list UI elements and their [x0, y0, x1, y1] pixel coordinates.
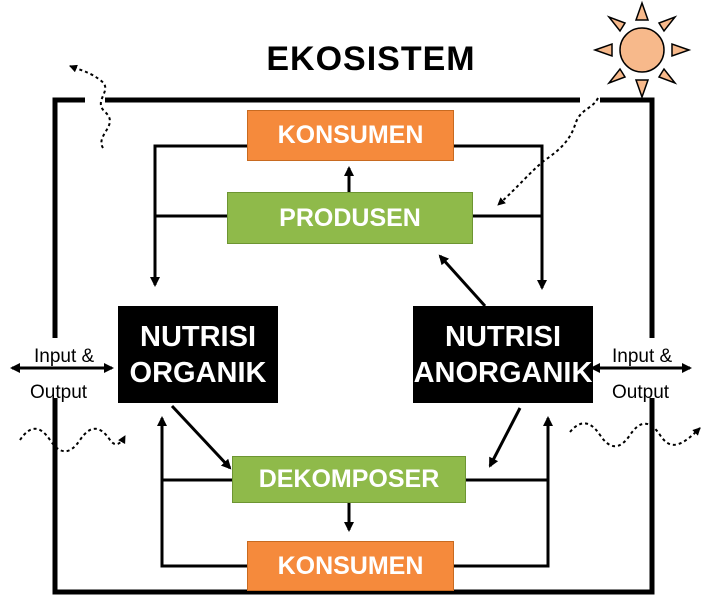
produsen-box: PRODUSEN — [227, 192, 473, 244]
nutrisi-anorganik-line1: NUTRISI — [445, 320, 561, 353]
io-left-line1: Input & — [34, 346, 95, 367]
nutrisi-anorganik-line2: ANORGANIK — [413, 356, 593, 389]
konsumen-top-box: KONSUMEN — [247, 110, 454, 161]
io-right-line1: Input & — [612, 346, 673, 367]
sun-icon — [592, 0, 692, 100]
dekomposer-box: DEKOMPOSER — [232, 456, 466, 503]
konsumen-bottom-box: KONSUMEN — [247, 541, 454, 591]
io-right-line2: Output — [612, 382, 670, 403]
produsen-label: PRODUSEN — [279, 203, 421, 232]
konsumen-bottom-label: KONSUMEN — [277, 551, 424, 580]
diagram-title: EKOSISTEM — [266, 40, 476, 78]
dekomposer-label: DEKOMPOSER — [258, 465, 440, 493]
io-left-line2: Output — [30, 382, 88, 403]
wavy-arrow-icon — [19, 64, 701, 453]
nutrisi-organik-box: NUTRISI ORGANIK — [118, 306, 278, 403]
ecosystem-boundary — [52, 97, 655, 595]
nutrisi-anorganik-box: NUTRISI ANORGANIK — [413, 306, 593, 403]
nutrisi-organik-line1: NUTRISI — [140, 320, 256, 353]
connection-lines — [10, 144, 692, 568]
konsumen-top-label: KONSUMEN — [277, 121, 424, 149]
nutrisi-organik-line2: ORGANIK — [129, 356, 267, 389]
